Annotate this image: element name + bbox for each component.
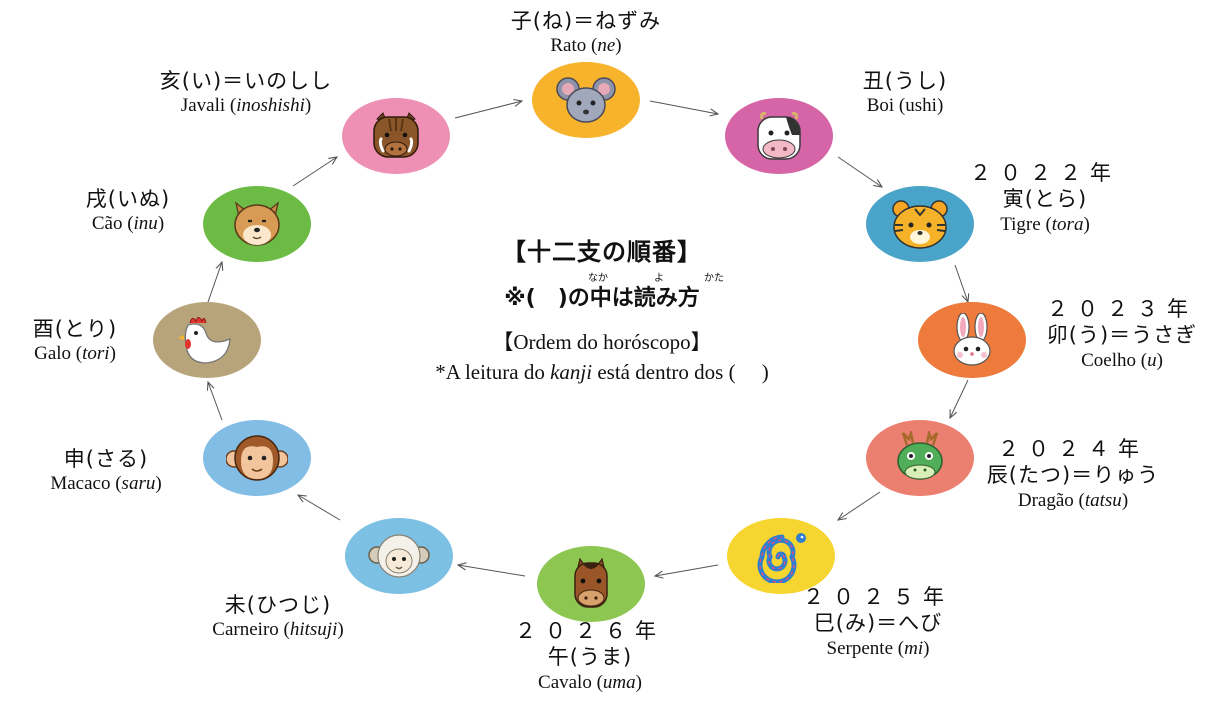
arrow-ox-to-tiger — [837, 156, 882, 187]
horse-portuguese: Cavalo (uma) — [538, 671, 642, 693]
arrow-monkey-to-rooster — [208, 382, 223, 421]
rabbit-icon — [953, 313, 991, 366]
tiger-year: ２０２２年 — [970, 161, 1120, 185]
dragon-label: ２０２４年 辰(たつ)＝りゅう Dragão (tatsu) — [968, 436, 1178, 512]
furigana-naka: なか — [588, 273, 608, 284]
arrow-rooster-to-dog — [207, 262, 222, 303]
dog-circle — [203, 186, 311, 262]
arrow-horse-to-sheep — [458, 565, 526, 577]
rat-portuguese: Rato (ne) — [550, 35, 622, 57]
horse-icon — [574, 557, 608, 608]
dragon-circle — [866, 420, 974, 496]
arrow-rabbit-to-dragon — [950, 379, 969, 418]
furigana-row: なか よ かた — [362, 269, 842, 284]
horse-label: ２０２６年 午(うま) Cavalo (uma) — [490, 618, 690, 694]
furigana-yo: よ — [654, 273, 664, 284]
dragon-portuguese: Dragão (tatsu) — [1017, 489, 1129, 511]
dragon-year: ２０２４年 — [998, 437, 1148, 461]
ox-japanese: 丑(うし) — [862, 69, 948, 93]
rooster-circle — [153, 302, 261, 378]
monkey-portuguese: Macaco (saru) — [50, 473, 162, 495]
sheep-japanese: 未(ひつじ) — [224, 593, 332, 617]
horse-year: ２０２６年 — [515, 619, 665, 643]
ox-portuguese: Boi (ushi) — [866, 95, 944, 117]
ox-label: 丑(うし) Boi (ushi) — [820, 68, 990, 118]
tiger-portuguese: Tigre (tora) — [1000, 213, 1090, 235]
center-pt-note: *A leitura do kanji está dentro dos ( ) — [435, 360, 769, 384]
center-pt-title: 【Ordem do horóscopo】 — [492, 330, 712, 354]
horse-japanese: 午(うま) — [547, 645, 633, 670]
boar-circle — [342, 98, 450, 174]
dragon-japanese: 辰(たつ)＝りゅう — [986, 463, 1160, 488]
monkey-circle — [203, 420, 311, 496]
arrow-dragon-to-snake — [838, 491, 881, 520]
tiger-label: ２０２２年 寅(とら) Tigre (tora) — [960, 160, 1130, 236]
rooster-icon — [178, 317, 231, 364]
dog-portuguese: Cão (inu) — [91, 213, 165, 235]
monkey-icon — [226, 435, 288, 481]
ox-circle — [725, 98, 833, 174]
snake-year: ２０２５年 — [803, 585, 953, 609]
sheep-icon — [368, 534, 430, 578]
boar-portuguese: Javali (inoshishi) — [180, 95, 312, 117]
tiger-icon — [892, 200, 948, 249]
dog-icon — [234, 201, 280, 246]
boar-japanese: 亥(い)＝いのしし — [159, 69, 333, 93]
rat-label: 子(ね)＝ねずみ Rato (ne) — [480, 8, 692, 58]
rabbit-label: ２０２３年 卯(う)＝うさぎ Coelho (u) — [1024, 296, 1220, 372]
horse-circle — [537, 546, 645, 622]
rat-circle — [532, 62, 640, 138]
snake-icon — [757, 533, 806, 583]
arrow-rat-to-ox — [649, 100, 718, 114]
dog-japanese: 戌(いぬ) — [85, 187, 171, 211]
rooster-label: 酉(とり) Galo (tori) — [8, 316, 142, 366]
dragon-icon — [897, 431, 943, 480]
snake-circle — [727, 518, 835, 594]
center-legend: 【十二支の順番】 なか よ かた ※( )の中は読み方 【Ordem do ho… — [362, 232, 842, 386]
snake-label: ２０２５年 巳(み)＝へび Serpente (mi) — [778, 584, 978, 660]
arrow-sheep-to-monkey — [298, 495, 341, 521]
center-title: 【十二支の順番】 — [502, 238, 702, 266]
tiger-japanese: 寅(とら) — [1002, 187, 1088, 212]
furigana-kata: かた — [704, 273, 724, 284]
rooster-japanese: 酉(とり) — [32, 317, 118, 341]
rooster-portuguese: Galo (tori) — [34, 343, 116, 365]
monkey-label: 申(さる) Macaco (saru) — [16, 446, 196, 496]
ox-icon — [757, 112, 801, 160]
tiger-circle — [866, 186, 974, 262]
rabbit-portuguese: Coelho (u) — [1081, 349, 1163, 371]
rabbit-circle — [918, 302, 1026, 378]
center-note: ※( )の中は読み方 — [504, 286, 700, 311]
boar-icon — [373, 112, 419, 158]
arrow-boar-to-rat — [454, 101, 522, 119]
snake-japanese: 巳(み)＝へび — [813, 611, 943, 636]
rabbit-year: ２０２３年 — [1047, 297, 1197, 321]
sheep-label: 未(ひつじ) Carneiro (hitsuji) — [176, 592, 380, 642]
sheep-circle — [345, 518, 453, 594]
rat-icon — [556, 77, 616, 123]
snake-portuguese: Serpente (mi) — [826, 637, 930, 659]
arrow-dog-to-boar — [292, 157, 337, 187]
arrow-snake-to-horse — [655, 564, 719, 576]
sheep-portuguese: Carneiro (hitsuji) — [212, 619, 344, 641]
monkey-japanese: 申(さる) — [63, 447, 149, 471]
dog-label: 戌(いぬ) Cão (inu) — [58, 186, 198, 236]
rabbit-japanese: 卯(う)＝うさぎ — [1046, 323, 1198, 348]
boar-label: 亥(い)＝いのしし Javali (inoshishi) — [128, 68, 364, 118]
arrow-tiger-to-rabbit — [954, 264, 968, 302]
rat-japanese: 子(ね)＝ねずみ — [510, 9, 662, 33]
